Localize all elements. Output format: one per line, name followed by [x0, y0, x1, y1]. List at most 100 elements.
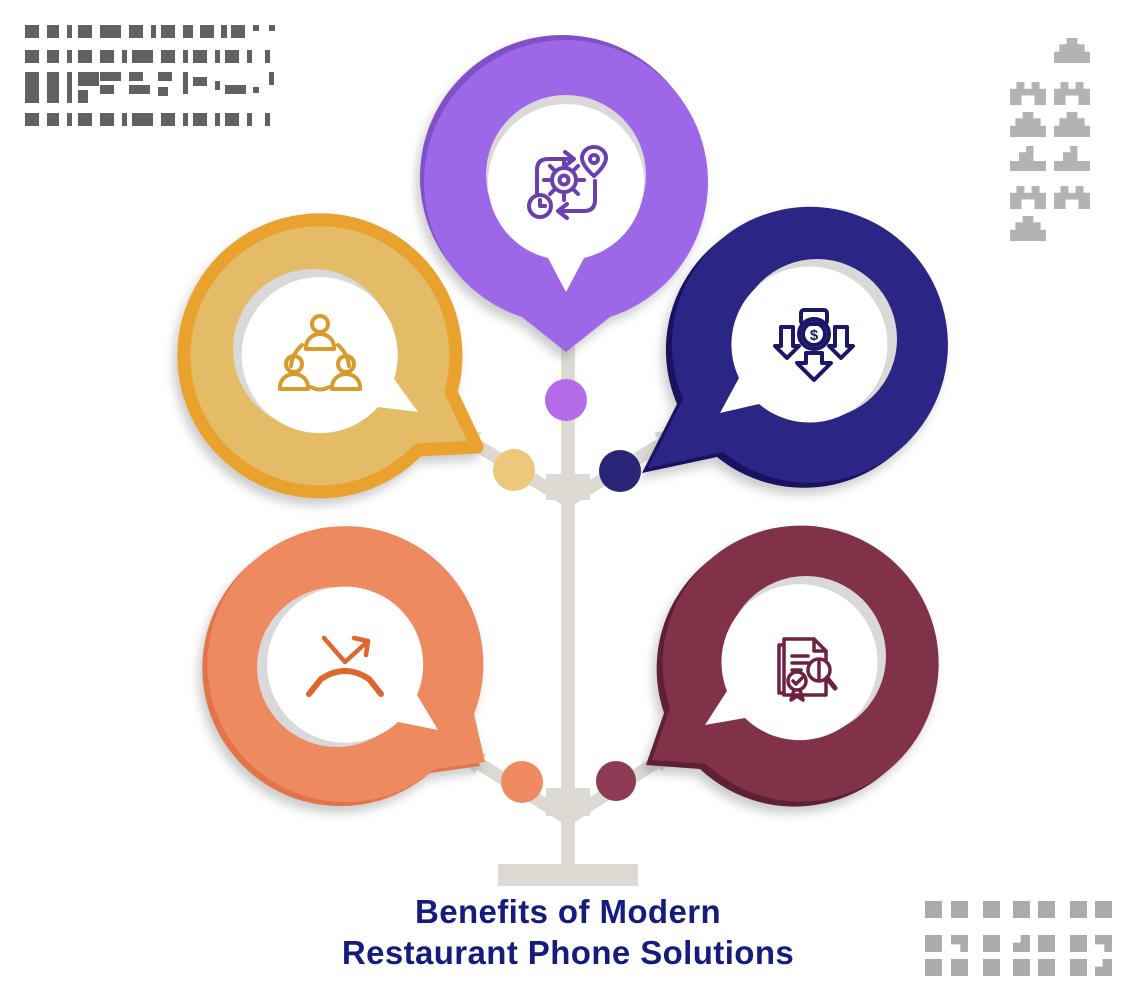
decor-block	[247, 113, 252, 126]
decor-block	[78, 50, 92, 63]
decor-block	[183, 25, 193, 38]
decor-block	[193, 113, 207, 126]
decor-block	[132, 113, 153, 126]
decor-square	[925, 935, 942, 952]
decor-square	[1095, 901, 1112, 918]
decor-block	[247, 50, 252, 63]
people-network-icon	[278, 314, 362, 392]
decor-block	[132, 50, 153, 63]
decor-block	[183, 50, 188, 63]
decor-block	[193, 50, 207, 63]
decor-square	[1070, 935, 1087, 952]
decor-block	[151, 25, 156, 38]
decor-block	[183, 72, 188, 94]
decor-block	[269, 72, 274, 85]
decor-block	[67, 72, 72, 103]
decor-block	[215, 81, 220, 90]
gear-pin-clock-cycle-icon	[527, 145, 608, 220]
decor-block	[183, 113, 188, 126]
bubble-quality-compliance	[646, 525, 939, 807]
decor-square	[1038, 935, 1055, 952]
decor-square	[925, 901, 942, 918]
decor-block	[100, 50, 114, 63]
decor-block	[161, 113, 175, 126]
money-down-arrows-icon: $	[773, 308, 855, 382]
decor-block	[265, 113, 270, 126]
inner-white-bubble	[267, 586, 438, 743]
missed-call-icon	[306, 635, 384, 697]
decor-square	[1013, 901, 1030, 918]
junction-dot-gold	[493, 449, 535, 491]
decor-block	[200, 25, 214, 38]
decor-square	[1038, 959, 1055, 976]
junction-dot-orange	[501, 761, 543, 803]
bubble-process-automation	[420, 34, 708, 352]
decor-block	[78, 25, 92, 38]
decor-block	[25, 50, 39, 63]
decor-block	[158, 72, 172, 81]
decor-square	[925, 959, 942, 976]
decor-block	[253, 25, 259, 31]
junction-dot-maroon	[596, 761, 636, 801]
decor-block	[225, 50, 239, 63]
decor-block	[67, 25, 72, 38]
decor-block	[25, 72, 39, 103]
decor-block	[122, 50, 127, 63]
decor-block	[161, 50, 175, 63]
decor-block	[129, 25, 143, 38]
decor-block	[47, 72, 59, 103]
decor-square	[1070, 959, 1087, 976]
decor-block	[100, 85, 114, 94]
decor-block	[225, 113, 239, 126]
decor-square	[983, 935, 1000, 952]
decor-block	[47, 113, 59, 126]
decor-block	[100, 113, 114, 126]
decor-square	[1070, 901, 1087, 918]
junction-dot-purple	[545, 379, 587, 421]
decor-block	[47, 50, 59, 63]
infographic-title: Benefits of Modern Restaurant Phone Solu…	[0, 891, 1136, 973]
decor-block	[161, 25, 175, 38]
decor-block	[253, 87, 259, 93]
decor-square	[951, 901, 968, 918]
decor-block	[67, 50, 72, 63]
inner-white-bubble	[241, 277, 418, 434]
decor-block	[129, 85, 150, 94]
decor-block	[25, 25, 39, 38]
decor-block	[225, 85, 246, 94]
decor-square	[951, 959, 968, 976]
decor-block	[215, 50, 220, 63]
decor-block	[100, 72, 121, 81]
bubble-missed-call-routing	[202, 526, 485, 807]
stand-base	[498, 864, 638, 886]
decor-block	[78, 72, 99, 86]
decor-block	[122, 113, 127, 126]
bubble-team-collaboration	[177, 213, 484, 499]
junction-dot-navy	[599, 450, 641, 492]
bubble-cost-reduction: $	[642, 206, 948, 488]
decor-block	[193, 77, 207, 86]
dollar-glyph: $	[810, 327, 819, 344]
decor-mosaic-top-left	[25, 25, 280, 130]
decor-block	[100, 25, 121, 38]
decor-block	[269, 25, 275, 31]
decor-block	[215, 113, 220, 126]
decor-square	[1013, 959, 1030, 976]
title-line-1: Benefits of Modern	[414, 893, 722, 930]
decor-block	[265, 50, 270, 63]
decor-square	[1038, 901, 1055, 918]
decor-block	[78, 113, 92, 126]
decor-block	[221, 25, 227, 38]
decor-block	[231, 25, 245, 38]
decor-square	[983, 901, 1000, 918]
decor-block	[158, 87, 168, 96]
decor-block	[67, 113, 72, 126]
title-line-2: Restaurant Phone Solutions	[341, 934, 795, 971]
decor-block	[47, 25, 59, 38]
decor-squares-bottom-right	[925, 901, 1125, 981]
decor-block	[25, 113, 39, 126]
decor-square	[983, 959, 1000, 976]
decor-block	[78, 90, 88, 103]
certificate-magnifier-icon	[777, 637, 838, 702]
